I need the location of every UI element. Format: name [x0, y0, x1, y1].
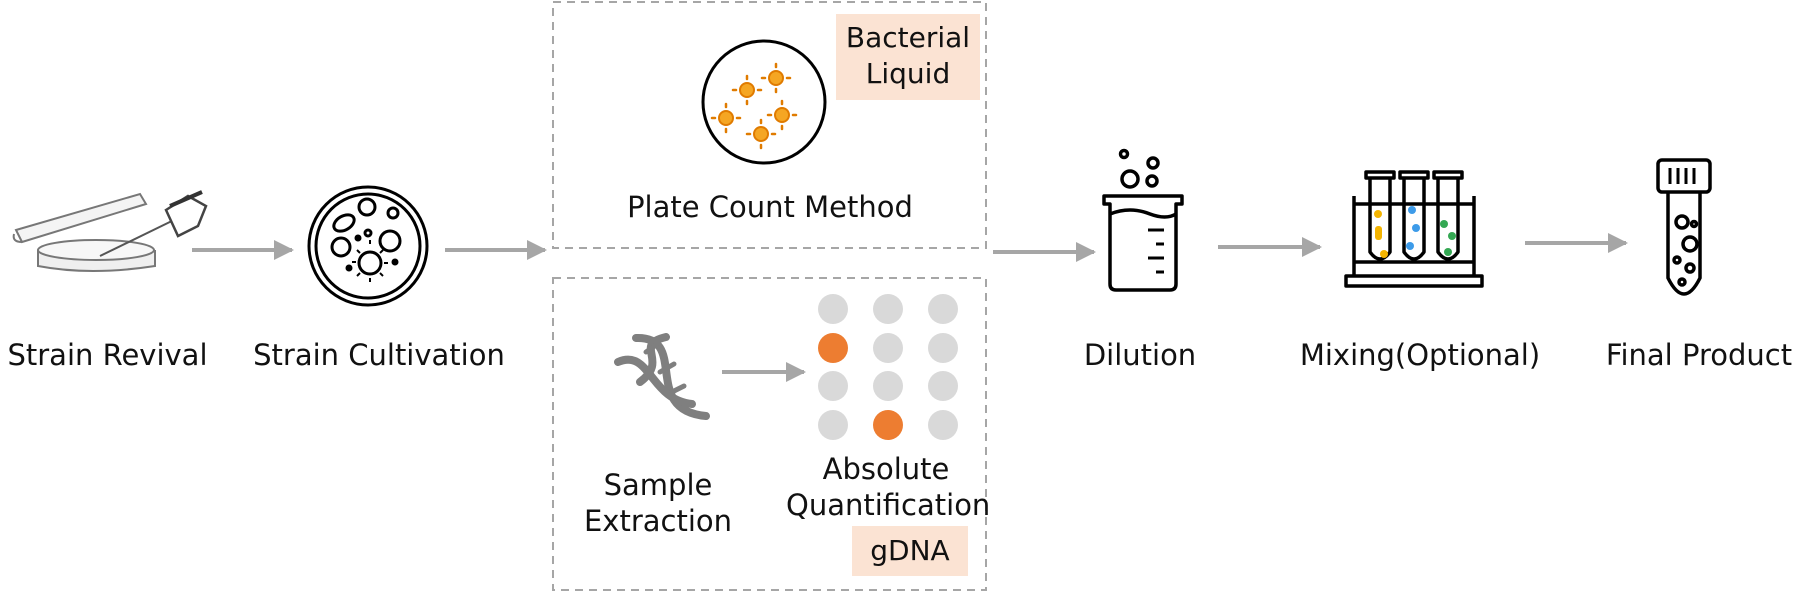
dna-helix-icon — [614, 333, 710, 420]
gdna-box — [552, 277, 987, 591]
sealed-test-tube-icon — [1656, 158, 1712, 296]
tube-liquid-dots — [1374, 206, 1456, 258]
plate-count-box — [552, 1, 987, 249]
cultured-colonies-icon — [307, 185, 429, 307]
label-dilution: Dilution — [1083, 338, 1197, 372]
label-strain-revival: Strain Revival — [7, 338, 208, 372]
gdna-tag: gDNA — [852, 526, 968, 576]
dot-grid-icon — [818, 294, 958, 440]
bacterial-liquid-tag: Bacterial Liquid — [836, 14, 980, 100]
label-extraction: Extraction — [583, 504, 733, 538]
beaker-icon — [1102, 148, 1184, 292]
label-absolute: Absolute — [822, 452, 950, 486]
label-plate-count: Plate Count Method — [627, 190, 913, 224]
label-final-product: Final Product — [1605, 338, 1793, 372]
label-strain-cultivation: Strain Cultivation — [253, 338, 505, 372]
test-tube-rack-icon — [1344, 170, 1484, 288]
bacteria-plate-icon — [701, 39, 827, 165]
label-sample: Sample — [603, 468, 713, 502]
label-mixing: Mixing(Optional) — [1299, 338, 1541, 372]
tag-liquid: Liquid — [865, 57, 951, 90]
tag-gdna: gDNA — [870, 534, 950, 567]
petri-dish-with-pipette-icon — [12, 190, 208, 272]
tag-bacterial: Bacterial — [845, 21, 971, 54]
label-quantification: Quantification — [786, 488, 991, 522]
